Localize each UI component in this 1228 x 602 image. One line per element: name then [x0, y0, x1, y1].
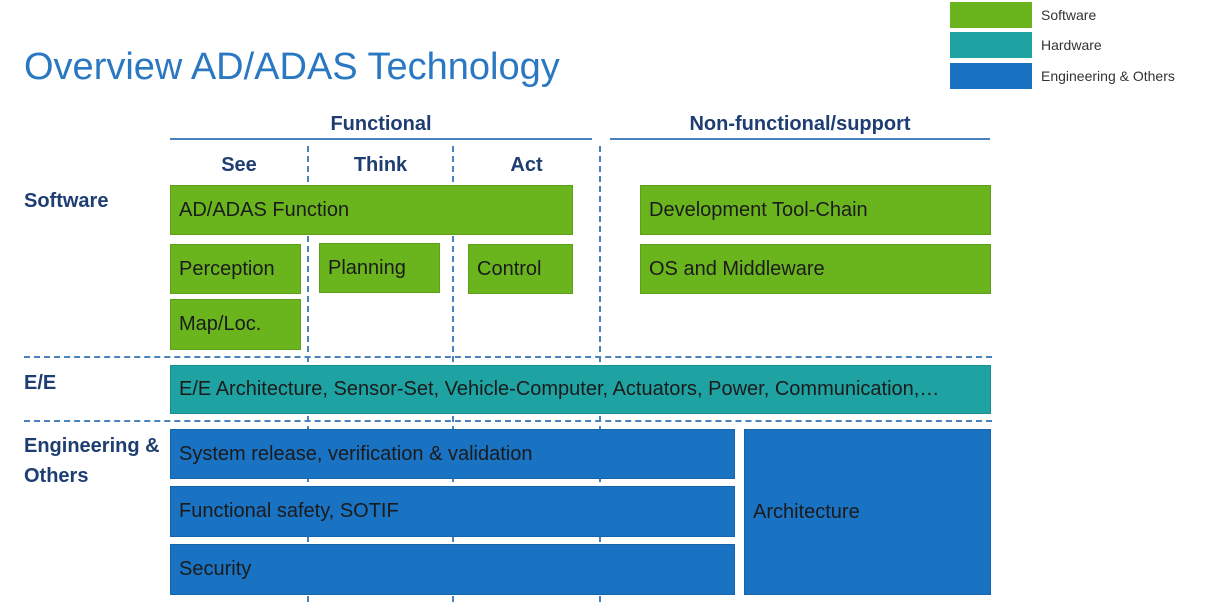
box-perception: Perception: [170, 244, 301, 294]
legend-swatch-hardware: [950, 32, 1032, 58]
header-functional: Functional: [330, 113, 432, 135]
divider-ee-engineering: [24, 420, 992, 422]
box-os-middleware: OS and Middleware: [640, 244, 991, 294]
box-control: Control: [468, 244, 573, 294]
box-functional-safety: Functional safety, SOTIF: [170, 486, 735, 537]
divider-software-ee: [24, 356, 992, 358]
header-think: Think: [353, 154, 408, 176]
functional-rule: [170, 138, 592, 140]
header-non-functional: Non-functional/support: [689, 113, 911, 135]
header-see: See: [221, 154, 257, 176]
non-functional-rule: [610, 138, 990, 140]
row-label-ee: E/E: [24, 372, 57, 394]
box-ee-architecture: E/E Architecture, Sensor-Set, Vehicle-Co…: [170, 365, 991, 414]
box-map-loc: Map/Loc.: [170, 299, 301, 350]
legend-label-hardware: Hardware: [1041, 37, 1102, 53]
row-label-engineering: Engineering & Others: [24, 435, 160, 487]
header-act: Act: [510, 154, 543, 176]
box-ad-adas-function: AD/ADAS Function: [170, 185, 573, 235]
box-planning: Planning: [319, 243, 440, 293]
box-system-release: System release, verification & validatio…: [170, 429, 735, 479]
legend-swatch-software: [950, 2, 1032, 28]
legend-label-software: Software: [1041, 7, 1097, 23]
page-title: Overview AD/ADAS Technology: [24, 46, 560, 88]
row-label-software: Software: [24, 190, 109, 212]
box-development-tool-chain: Development Tool-Chain: [640, 185, 991, 235]
legend-label-engineering: Engineering & Others: [1041, 68, 1175, 84]
box-architecture: Architecture: [744, 429, 991, 595]
box-security: Security: [170, 544, 735, 595]
legend-swatch-engineering: [950, 63, 1032, 89]
